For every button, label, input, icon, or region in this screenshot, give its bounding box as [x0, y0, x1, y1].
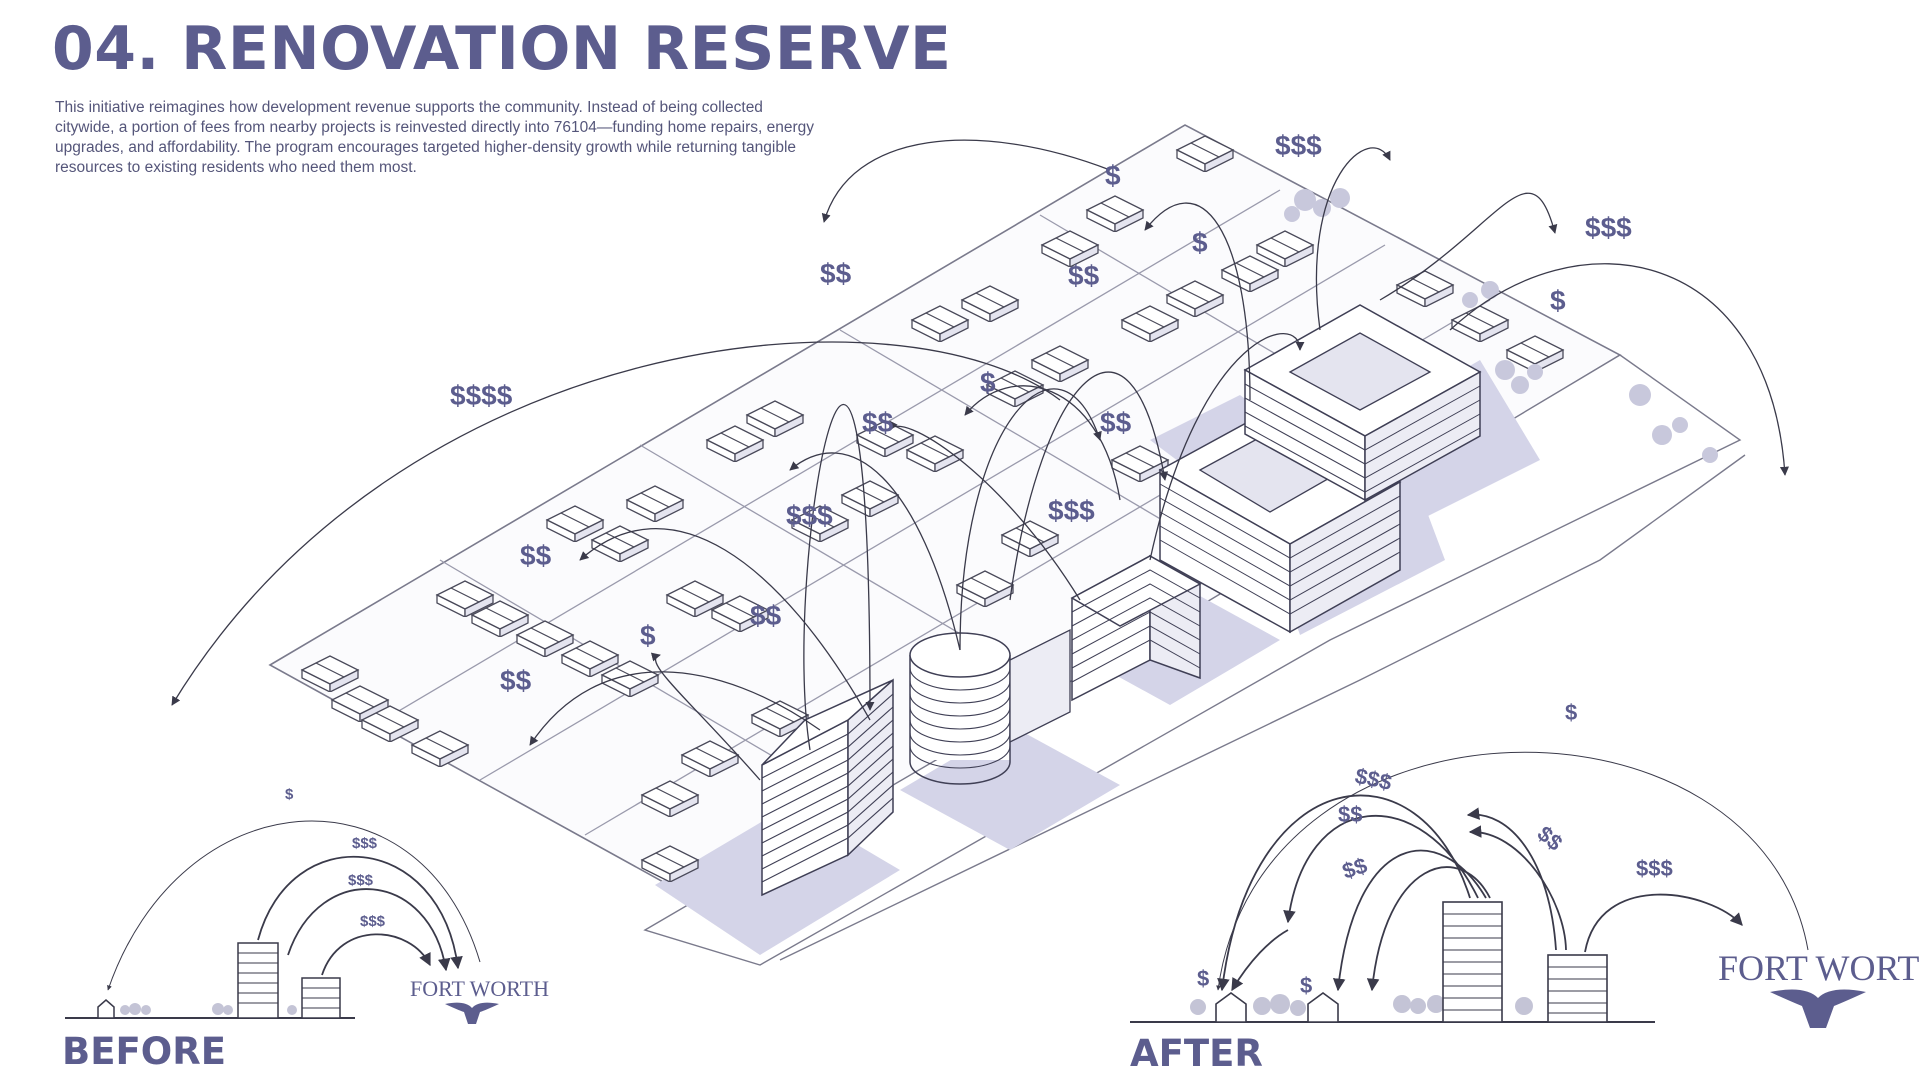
- cylinder-tower: [909, 628, 1071, 785]
- fund-label: $$: [862, 407, 894, 438]
- fund-arc: [287, 888, 451, 972]
- fund-arc: [171, 341, 1061, 706]
- fund-arc: [107, 820, 481, 991]
- house-icon: [1215, 992, 1247, 1023]
- fund-arc: [1366, 866, 1491, 992]
- fund-arc: [1217, 794, 1471, 992]
- fund-label: $: [980, 367, 996, 398]
- fund-label: $$$: [352, 835, 378, 852]
- fund-arc: [1283, 815, 1479, 924]
- svg-text:FORT WORTH: FORT WORTH: [410, 976, 549, 1001]
- fund-label: $: [1192, 227, 1208, 258]
- fund-arc: [1144, 202, 1251, 401]
- fund-label: $$$: [1636, 856, 1673, 881]
- mid-rise-wave-tower: [761, 678, 894, 897]
- fund-label: $$$: [360, 913, 386, 930]
- fund-label: $: [1300, 973, 1312, 998]
- tower-icon: [301, 977, 341, 1019]
- fund-label: $$$: [1353, 763, 1394, 795]
- fort-worth-logo: FORT WORTH: [410, 976, 549, 1024]
- fund-arc: [1009, 371, 1169, 601]
- fund-arc: [1231, 929, 1289, 992]
- curved-mid-rise: [1070, 554, 1202, 702]
- fund-label: $: [1197, 966, 1209, 991]
- fund-arc: [821, 139, 1111, 223]
- fund-label: $$$: [786, 500, 833, 531]
- fund-arc: [1466, 807, 1557, 951]
- fund-labels: $$$$ $$ $ $ $$$ $$ $ $$$ $ $$ $$ $$$ $$$…: [450, 130, 1632, 696]
- site-plan: [171, 124, 1789, 966]
- fund-label: $$: [1338, 802, 1362, 827]
- fund-label: $$: [1068, 260, 1100, 291]
- fund-label: $$: [500, 665, 532, 696]
- tower-icon: [1547, 954, 1608, 1023]
- fund-label: $$: [1100, 407, 1132, 438]
- fund-arc: [959, 388, 1102, 651]
- fund-arc: [321, 933, 431, 976]
- fund-label: $$$: [1048, 495, 1095, 526]
- fund-arc: [1584, 893, 1743, 953]
- fund-arc: [964, 385, 1121, 501]
- fund-label: $: [285, 786, 294, 803]
- fund-arc: [1149, 332, 1305, 561]
- fund-label: $: [1550, 285, 1566, 316]
- fund-label: $$$: [1275, 130, 1322, 161]
- page-title: 04. RENOVATION RESERVE: [52, 14, 952, 84]
- fund-arc: [529, 671, 821, 746]
- intro-paragraph: This initiative reimagines how developme…: [55, 99, 815, 176]
- fund-arc: [1379, 192, 1558, 301]
- tree-icons: [1190, 994, 1533, 1016]
- courtyard-tower-north: [1243, 304, 1482, 502]
- fund-label: $$: [750, 600, 782, 631]
- tree-icons: [120, 1003, 297, 1015]
- after-heading: AFTER: [1130, 1032, 1263, 1075]
- house-icon: [97, 999, 115, 1019]
- fund-label: $$: [1339, 853, 1370, 884]
- fund-label: $: [1105, 160, 1121, 191]
- fund-label: $$: [820, 258, 852, 289]
- fund-label: $$: [1533, 821, 1568, 856]
- fund-arc: [1468, 825, 1567, 951]
- river-edge: [779, 454, 1746, 961]
- fund-arc: [1449, 263, 1789, 476]
- fund-arc: [650, 652, 761, 781]
- fund-label: $$: [520, 540, 552, 571]
- tower-icon: [237, 942, 279, 1019]
- fund-arc: [257, 855, 463, 970]
- fund-arcs: [171, 139, 1789, 781]
- fund-label: $$$$: [450, 380, 513, 411]
- tower-icon: [1442, 901, 1503, 1023]
- after-diagram: $ $$$ $$ $$ $$ $$$ $ $ FORT WORTH AFTER: [1130, 700, 1920, 1075]
- fund-arc: [579, 528, 871, 721]
- svg-text:FORT WORTH: FORT WORTH: [1718, 948, 1920, 988]
- fund-arc: [1315, 147, 1391, 331]
- fund-label: $$$: [1585, 212, 1632, 243]
- fund-arc: [1216, 751, 1809, 991]
- fund-arc: [889, 420, 1081, 601]
- fund-arc: [803, 404, 875, 751]
- fund-label: $: [640, 620, 656, 651]
- fund-arc: [789, 452, 961, 651]
- before-diagram: $ $$$ $$$ $$$ FORT WORTH BEFORE: [62, 786, 549, 1073]
- fund-label: $$$: [348, 872, 374, 889]
- before-heading: BEFORE: [62, 1030, 226, 1073]
- fort-worth-logo: FORT WORTH: [1718, 948, 1920, 1028]
- house-icon: [1307, 992, 1339, 1023]
- fund-label: $: [1565, 700, 1577, 725]
